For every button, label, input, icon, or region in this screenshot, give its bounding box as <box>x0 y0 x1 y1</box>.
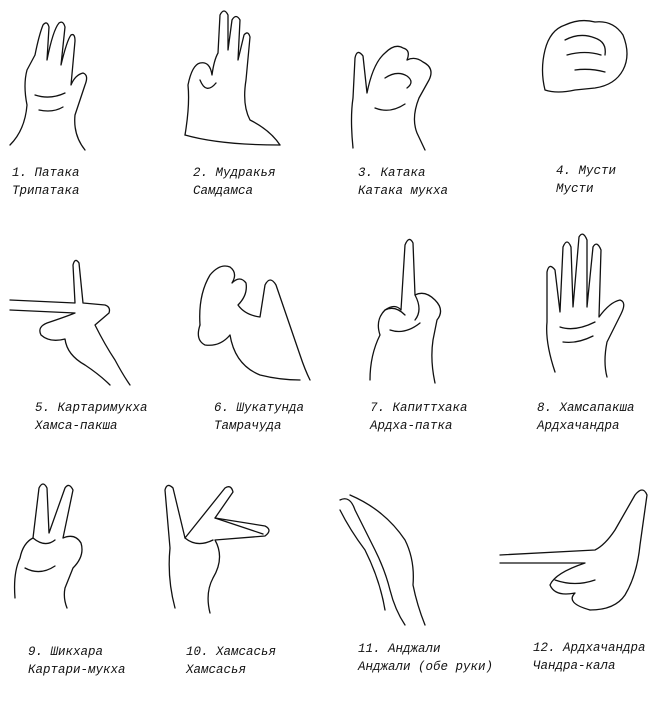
mudra-alt-name: Анджали (обе руки) <box>358 660 494 674</box>
mudra-alt-name: Катака мукха <box>358 184 449 198</box>
mudra-title: Анджали <box>388 642 441 656</box>
mudra-name: 3. Катака <box>358 164 448 182</box>
hand-illustration-3 <box>350 45 432 151</box>
mudra-alt-name: Трипатака <box>12 184 80 198</box>
hand-illustration-2 <box>184 10 281 146</box>
mudra-name: 12. Ардхачандра <box>533 639 646 657</box>
mudra-number: 3. <box>358 166 374 180</box>
mudra-name: 8. Хамсапакша <box>537 399 635 417</box>
mudra-number: 9. <box>28 645 44 659</box>
mudra-title: Ардхачандра <box>563 641 646 655</box>
mudra-name: 2. Мудракья <box>193 164 276 182</box>
mudra-name: 10. Хамсасья <box>186 643 276 661</box>
hand-illustration-12 <box>499 489 648 611</box>
mudra-alt-name: Картари-мукха <box>28 663 126 677</box>
mudra-number: 11. <box>358 642 381 656</box>
mudra-title: Патака <box>34 166 80 180</box>
mudra-title: Хамсапакша <box>559 401 635 415</box>
mudra-name: 5. Картаримукха <box>35 399 148 417</box>
mudra-alt-name: Самдамса <box>193 184 254 198</box>
hand-illustration-10 <box>164 484 270 614</box>
mudra-alt-name: Хамсасья <box>186 663 247 677</box>
mudra-name: 11. Анджали <box>358 640 493 658</box>
mudra-name: 4. Мусти <box>556 162 616 180</box>
mudra-title: Капиттхака <box>392 401 468 415</box>
mudra-number: 5. <box>35 401 51 415</box>
mudra-title: Мудракья <box>215 166 276 180</box>
hand-illustration-7 <box>369 238 442 384</box>
mudra-number: 4. <box>556 164 572 178</box>
mudra-number: 7. <box>370 401 386 415</box>
mudra-alt-name: Хамса-пакша <box>35 419 118 433</box>
hand-illustration-11 <box>339 494 426 626</box>
mudra-name: 9. Шикхара <box>28 643 126 661</box>
mudra-title: Хамсасья <box>216 645 277 659</box>
hand-illustration-9 <box>13 483 83 609</box>
hand-illustration-5 <box>9 259 131 386</box>
mudra-alt-name: Ардхачандра <box>537 419 620 433</box>
hand-illustration-8 <box>546 233 625 378</box>
hand-illustration-6 <box>197 265 311 381</box>
mudra-alt-name: Чандра-кала <box>533 659 616 673</box>
hand-illustration-4 <box>541 19 628 93</box>
hand-illustration-1 <box>9 21 88 151</box>
mudra-alt-name: Тамрачуда <box>214 419 282 433</box>
mudra-number: 6. <box>214 401 230 415</box>
mudra-number: 1. <box>12 166 28 180</box>
mudra-number: 8. <box>537 401 553 415</box>
mudra-name: 7. Капиттхака <box>370 399 468 417</box>
mudra-title: Мусти <box>578 164 617 178</box>
mudra-title: Шукатунда <box>236 401 305 415</box>
mudra-name: 6. Шукатунда <box>214 399 304 417</box>
mudra-number: 2. <box>193 166 209 180</box>
mudra-title: Картаримукха <box>57 401 148 415</box>
mudra-number: 10. <box>186 645 209 659</box>
mudra-alt-name: Мусти <box>556 182 594 196</box>
mudra-title: Катака <box>380 166 426 180</box>
mudra-name: 1. Патака <box>12 164 80 182</box>
mudra-title: Шикхара <box>50 645 104 659</box>
mudra-number: 12. <box>533 641 556 655</box>
mudra-alt-name: Ардха-патка <box>370 419 453 433</box>
